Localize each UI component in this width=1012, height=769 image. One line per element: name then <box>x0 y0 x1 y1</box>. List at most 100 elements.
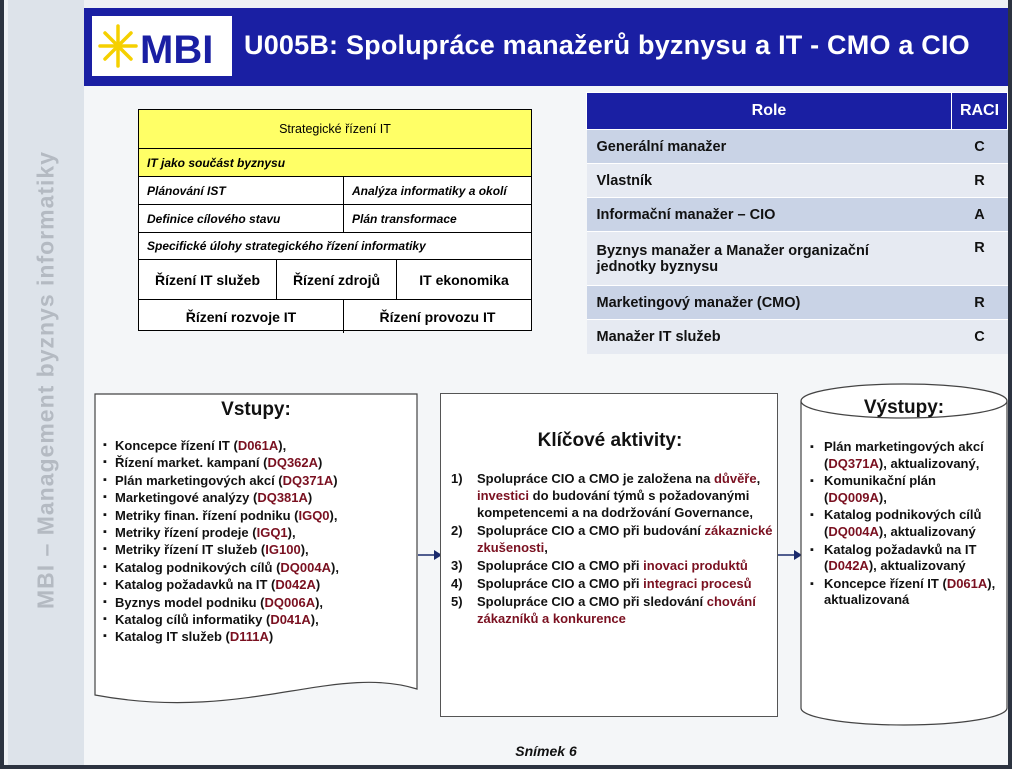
output-item-end: ), aktualizovaný <box>868 558 966 574</box>
input-item-end: ), <box>315 594 324 610</box>
input-item: Byznys model podniku (DQ006A), <box>103 594 415 612</box>
input-item: Řízení market. kampaní (DQ362A) <box>103 454 415 472</box>
input-item-text: Katalog cílů informatiky ( <box>115 612 271 628</box>
input-item-end: ), <box>310 612 319 628</box>
input-item-end: ), <box>278 438 287 453</box>
key-activities-box: Klíčové aktivity: 1) Spolupráce CIO a CMO… <box>440 393 778 717</box>
raci-row: Informační manažer – CIO A <box>586 197 1008 232</box>
activity-item: 1) Spolupráce CIO a CMO je založena na dů… <box>451 470 773 521</box>
output-item-text: Koncepce řízení IT ( <box>824 575 947 591</box>
activities-title: Klíčové aktivity: <box>537 430 683 451</box>
strategic-cell-planning: Plánování IST <box>139 177 344 204</box>
svg-text:MBI: MBI <box>140 28 213 72</box>
output-item-end: ), aktualizovaný <box>878 523 976 539</box>
input-item-end: ) <box>307 490 313 506</box>
activity-number: 1) <box>451 471 463 486</box>
input-item-code: D061A <box>237 438 279 453</box>
raci-header-raci: RACI <box>951 92 1008 130</box>
input-item-text: Byznys model podniku ( <box>115 594 265 610</box>
output-item-end: ), aktualizovaná <box>824 575 996 608</box>
input-item-text: Katalog požadavků na IT ( <box>115 577 276 593</box>
activity-highlight: integraci procesů <box>643 576 752 591</box>
arrow-right-icon <box>418 550 442 560</box>
input-item: Katalog podnikových cílů (DQ004A), <box>103 559 415 577</box>
output-item-text: Plán marketingových akcí ( <box>824 439 984 471</box>
input-item: Plán marketingových akcí (DQ371A) <box>103 472 415 490</box>
input-item-text: Metriky finan. řízení podniku ( <box>115 507 299 523</box>
outputs-box: Výstupy: Plán marketingových akcí (DQ371… <box>800 383 1008 726</box>
strategic-cell-resources: Řízení zdrojů <box>277 260 397 299</box>
strategic-cell-development: Řízení rozvoje IT <box>139 300 344 333</box>
strategic-cell-operations: Řízení provozu IT <box>379 308 496 325</box>
input-item: Katalog cílů informatiky (D041A), <box>103 611 415 629</box>
input-item-text: Katalog podnikových cílů ( <box>115 559 281 575</box>
raci-role: Byznys manažer a Manažer organizační jed… <box>586 231 952 286</box>
raci-role: Generální manažer <box>586 129 952 164</box>
raci-role: Vlastník <box>586 163 952 198</box>
activities-list: 1) Spolupráce CIO a CMO je založena na dů… <box>451 470 773 628</box>
output-item-code: DQ009A <box>828 489 879 505</box>
raci-row: Vlastník R <box>586 163 1008 198</box>
input-item-text: Plán marketingových akcí ( <box>115 472 283 488</box>
input-item-code: DQ006A <box>264 594 316 610</box>
footer: Snímek 6 <box>84 736 1008 765</box>
mbi-logo-icon: MBI <box>98 24 213 72</box>
input-item-text: Metriky řízení prodeje ( <box>115 525 257 541</box>
input-item-end: ) <box>333 472 338 488</box>
output-item: Katalog podnikových cílů (DQ004A), aktua… <box>810 507 1000 540</box>
input-item: Koncepce řízení IT (D061A), <box>103 437 415 455</box>
activity-highlight: důvěře <box>713 471 757 486</box>
input-item-text: Řízení market. kampaní ( <box>115 455 268 471</box>
output-item: Koncepce řízení IT (D061A), aktualizovan… <box>810 576 1000 609</box>
activity-number: 2) <box>451 523 463 538</box>
output-item: Komunikační plán (DQ009A), <box>810 473 1000 506</box>
input-item-end: ), <box>287 525 296 541</box>
input-item: Metriky řízení IT služeb (IG100), <box>103 541 415 559</box>
input-item-code: IGQ1 <box>256 525 288 541</box>
input-item-code: DQ004A <box>280 559 331 575</box>
outputs-list: Plán marketingových akcí (DQ371A), aktua… <box>810 439 1000 610</box>
activity-text: Spolupráce CIO a CMO při budování <box>477 523 705 538</box>
raci-value: A <box>951 197 1008 232</box>
activity-text: Spolupráce CIO a CMO při sledování <box>477 594 707 609</box>
strategic-row-it-business: IT jako součást byznysu <box>147 155 286 170</box>
activity-item: 2)Spolupráce CIO a CMO při budování záka… <box>451 522 773 556</box>
raci-value: C <box>951 319 1008 354</box>
input-item-text: Katalog IT služeb ( <box>115 629 230 645</box>
input-item-end: ), <box>300 542 309 558</box>
input-item-code: D111A <box>229 629 269 645</box>
output-item-text: Komunikační plán ( <box>824 473 936 505</box>
activity-number: 4) <box>451 576 463 591</box>
raci-table: Role RACI Generální manažer C Vlastník R… <box>586 92 1008 354</box>
inputs-box: Vstupy: Koncepce řízení IT (D061A),Řízen… <box>94 393 418 713</box>
strategic-cell-target-state: Definice cílového stavu <box>139 205 344 232</box>
strategic-it-table: Strategické řízení IT IT jako součást by… <box>138 109 532 333</box>
input-item-end: ), <box>331 559 339 575</box>
activity-text: , <box>756 471 761 486</box>
sidebar-vertical-text: MBI – Management byznys informatiky <box>32 150 59 610</box>
input-item-code: DQ371A <box>282 472 334 488</box>
raci-value: C <box>951 129 1008 164</box>
sidebar: MBI – Management byznys informatiky <box>8 0 84 765</box>
raci-value: R <box>951 285 1008 320</box>
raci-row: Generální manažer C <box>586 129 1008 164</box>
input-item-text: Metriky řízení IT služeb ( <box>115 542 266 558</box>
activity-item: 5) Spolupráce CIO a CMO při sledování cho… <box>451 593 773 627</box>
strategic-cell-analysis: Analýza informatiky a okolí <box>352 183 507 198</box>
activity-item: 4)Spolupráce CIO a CMO při integraci pro… <box>451 575 773 592</box>
output-item-code: D042A <box>828 558 869 574</box>
activity-number: 5) <box>451 594 463 609</box>
input-item-code: D042A <box>275 577 316 593</box>
activity-highlight: inovaci produktů <box>643 558 748 573</box>
input-item: Katalog požadavků na IT (D042A) <box>103 576 415 594</box>
activity-highlight: chování zákazníků a konkurence <box>477 594 756 626</box>
activity-text: Spolupráce CIO a CMO je založena na <box>477 471 714 486</box>
raci-role: Manažer IT služeb <box>586 319 952 354</box>
output-item-code: D061A <box>946 575 988 591</box>
raci-value: R <box>951 231 1008 286</box>
input-item: Metriky finan. řízení podniku (IGQ0), <box>103 507 415 525</box>
output-item-end: ), <box>878 489 887 505</box>
input-item-code: IG100 <box>265 542 301 558</box>
slide-number: Snímek 6 <box>515 743 577 759</box>
strategic-cell-it-services: Řízení IT služeb <box>139 260 277 299</box>
